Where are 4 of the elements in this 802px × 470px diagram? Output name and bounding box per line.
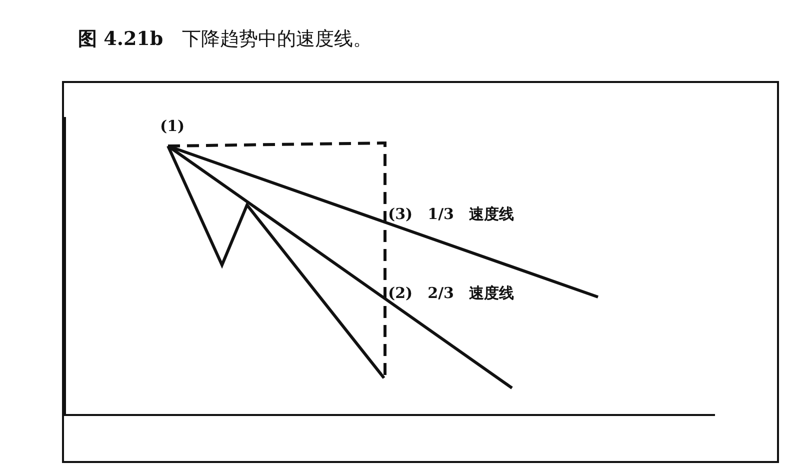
figure-title: 图 4.21b 下降趋势中的速度线。 <box>78 27 372 52</box>
point-label: (1) <box>160 117 185 135</box>
speed-line-label: (3) 1/3 速度线 <box>388 205 514 224</box>
speed-line-label: (2) 2/3 速度线 <box>388 284 514 303</box>
